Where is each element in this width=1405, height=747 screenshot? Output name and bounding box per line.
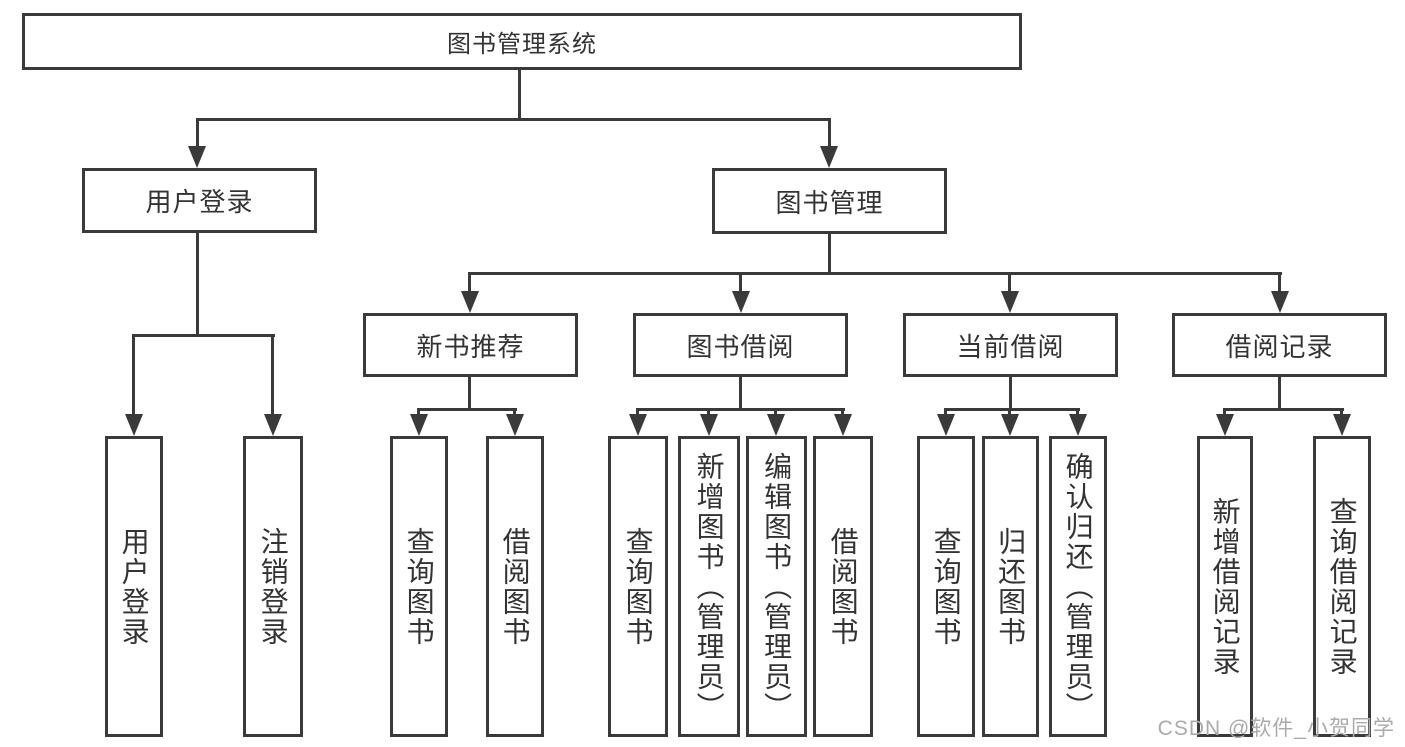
node-borrow-book-recommend: 借阅图书 xyxy=(486,436,544,737)
connector-line xyxy=(828,234,831,275)
connector-line xyxy=(636,408,639,418)
node-query-book-current: 查询图书 xyxy=(917,436,975,737)
arrowhead-down-icon xyxy=(700,414,718,436)
arrowhead-down-icon xyxy=(1001,414,1019,436)
connector-line xyxy=(196,118,199,150)
node-return-book: 归还图书 xyxy=(982,436,1039,737)
arrowhead-down-icon xyxy=(410,414,428,436)
node-book-borrowing-label: 图书借阅 xyxy=(686,331,795,362)
arrowhead-down-icon xyxy=(767,414,785,436)
node-edit-book-admin: 编辑图书（管理员） xyxy=(746,436,807,737)
connector-line xyxy=(739,272,742,295)
connector-line xyxy=(707,408,710,418)
connector-line xyxy=(468,377,471,411)
arrowhead-down-icon xyxy=(1333,414,1351,436)
connector-line xyxy=(1340,408,1343,418)
arrowhead-down-icon xyxy=(506,414,524,436)
connector-line xyxy=(518,70,521,118)
node-borrowing-records: 借阅记录 xyxy=(1172,313,1387,377)
node-query-borrow-record: 查询借阅记录 xyxy=(1313,436,1371,737)
arrowhead-down-icon xyxy=(937,414,955,436)
node-book-borrowing: 图书借阅 xyxy=(633,313,848,377)
arrowhead-down-icon xyxy=(834,414,852,436)
connector-line xyxy=(841,408,844,418)
node-confirm-return-admin: 确认归还（管理员） xyxy=(1049,436,1107,737)
node-login: 用户登录 xyxy=(105,436,163,737)
connector-line xyxy=(196,233,199,337)
connector-line xyxy=(774,408,777,418)
connector-line xyxy=(132,334,275,337)
connector-line xyxy=(132,334,135,418)
connector-line xyxy=(1008,408,1011,418)
node-borrowing-records-label: 借阅记录 xyxy=(1225,331,1334,362)
arrowhead-down-icon xyxy=(732,291,750,313)
node-add-book-admin: 新增图书（管理员） xyxy=(678,436,740,737)
node-borrow-book-label: 借阅图书 xyxy=(827,526,859,647)
arrowhead-down-icon xyxy=(629,414,647,436)
node-current-borrowing-label: 当前借阅 xyxy=(956,331,1065,362)
node-borrow-book-recommend-label: 借阅图书 xyxy=(499,526,531,647)
connector-line xyxy=(1278,272,1281,295)
arrowhead-down-icon xyxy=(125,414,143,436)
node-query-borrow-record-label: 查询借阅记录 xyxy=(1326,496,1358,677)
node-add-borrow-record: 新增借阅记录 xyxy=(1197,436,1253,737)
node-confirm-return-admin-label: 确认归还（管理员） xyxy=(1062,451,1094,722)
node-user-login-label: 用户登录 xyxy=(145,187,254,217)
connector-line xyxy=(513,408,516,418)
arrowhead-down-icon xyxy=(1216,414,1234,436)
node-root: 图书管理系统 xyxy=(22,13,1022,70)
connector-line xyxy=(1278,377,1281,411)
node-new-book-recommend: 新书推荐 xyxy=(363,313,578,377)
node-add-borrow-record-label: 新增借阅记录 xyxy=(1209,496,1241,677)
node-query-book-current-label: 查询图书 xyxy=(930,526,962,647)
connector-line xyxy=(417,408,420,418)
connector-line xyxy=(468,272,471,295)
arrowhead-down-icon xyxy=(1069,414,1087,436)
connector-line xyxy=(1223,408,1226,418)
connector-line xyxy=(944,408,1080,411)
node-edit-book-admin-label: 编辑图书（管理员） xyxy=(761,451,793,722)
connector-line xyxy=(1008,272,1011,295)
connector-line xyxy=(417,408,517,411)
connector-line xyxy=(196,118,831,121)
node-query-book-borrow-label: 查询图书 xyxy=(622,526,654,647)
node-new-book-recommend-label: 新书推荐 xyxy=(416,331,525,362)
arrowhead-down-icon xyxy=(1271,291,1289,313)
arrowhead-down-icon xyxy=(264,414,282,436)
connector-line xyxy=(636,408,845,411)
connector-line xyxy=(1223,408,1344,411)
node-root-label: 图书管理系统 xyxy=(447,31,597,58)
node-borrow-book: 借阅图书 xyxy=(813,436,873,737)
connector-line xyxy=(739,377,742,411)
connector-line xyxy=(1009,377,1012,411)
arrowhead-down-icon xyxy=(461,291,479,313)
node-add-book-admin-label: 新增图书（管理员） xyxy=(693,451,725,722)
connector-line xyxy=(828,118,831,150)
node-query-book-borrow: 查询图书 xyxy=(608,436,668,737)
watermark: CSDN @软件_小贺同学 xyxy=(1157,717,1395,740)
arrowhead-down-icon xyxy=(1001,291,1019,313)
connector-line xyxy=(271,334,274,418)
node-current-borrowing: 当前借阅 xyxy=(903,313,1118,377)
node-book-management: 图书管理 xyxy=(712,168,947,234)
node-query-book-recommend-label: 查询图书 xyxy=(403,526,435,647)
node-login-label: 用户登录 xyxy=(118,526,150,647)
node-query-book-recommend: 查询图书 xyxy=(390,436,448,737)
node-book-management-label: 图书管理 xyxy=(775,187,884,218)
arrowhead-down-icon xyxy=(188,146,206,168)
node-user-login: 用户登录 xyxy=(82,168,317,233)
node-return-book-label: 归还图书 xyxy=(995,526,1027,647)
connector-line xyxy=(1076,408,1079,418)
node-logout: 注销登录 xyxy=(243,436,303,737)
node-logout-label: 注销登录 xyxy=(257,526,289,647)
arrowhead-down-icon xyxy=(820,146,838,168)
connector-line xyxy=(944,408,947,418)
connector-line xyxy=(469,272,1282,275)
